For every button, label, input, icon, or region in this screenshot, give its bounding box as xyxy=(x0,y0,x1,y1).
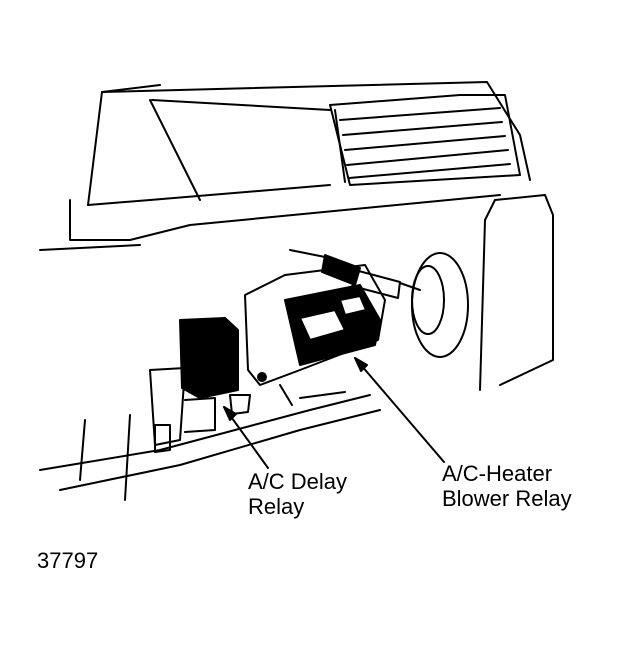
side-panel xyxy=(479,194,554,391)
dash-vent xyxy=(329,94,521,186)
figure-number: 37797 xyxy=(37,548,99,573)
blower-relay-label: A/C-Heater Blower Relay xyxy=(442,461,572,511)
delay-relay-leader xyxy=(223,406,269,469)
delay-relay xyxy=(179,317,239,399)
delay-relay-label-line1: A/C Delay xyxy=(248,469,348,494)
dashboard-outline xyxy=(39,81,531,251)
round-opening xyxy=(411,252,469,358)
lower-bracket xyxy=(39,367,381,501)
delay-relay-label: A/C Delay Relay xyxy=(248,469,347,519)
blower-relay-label-line2: Blower Relay xyxy=(442,486,572,511)
blower-relay-label-line1: A/C-Heater xyxy=(442,461,553,486)
delay-relay-label-line2: Relay xyxy=(248,494,305,519)
blower-relay-leader xyxy=(354,357,445,463)
blower-relay xyxy=(244,264,386,386)
